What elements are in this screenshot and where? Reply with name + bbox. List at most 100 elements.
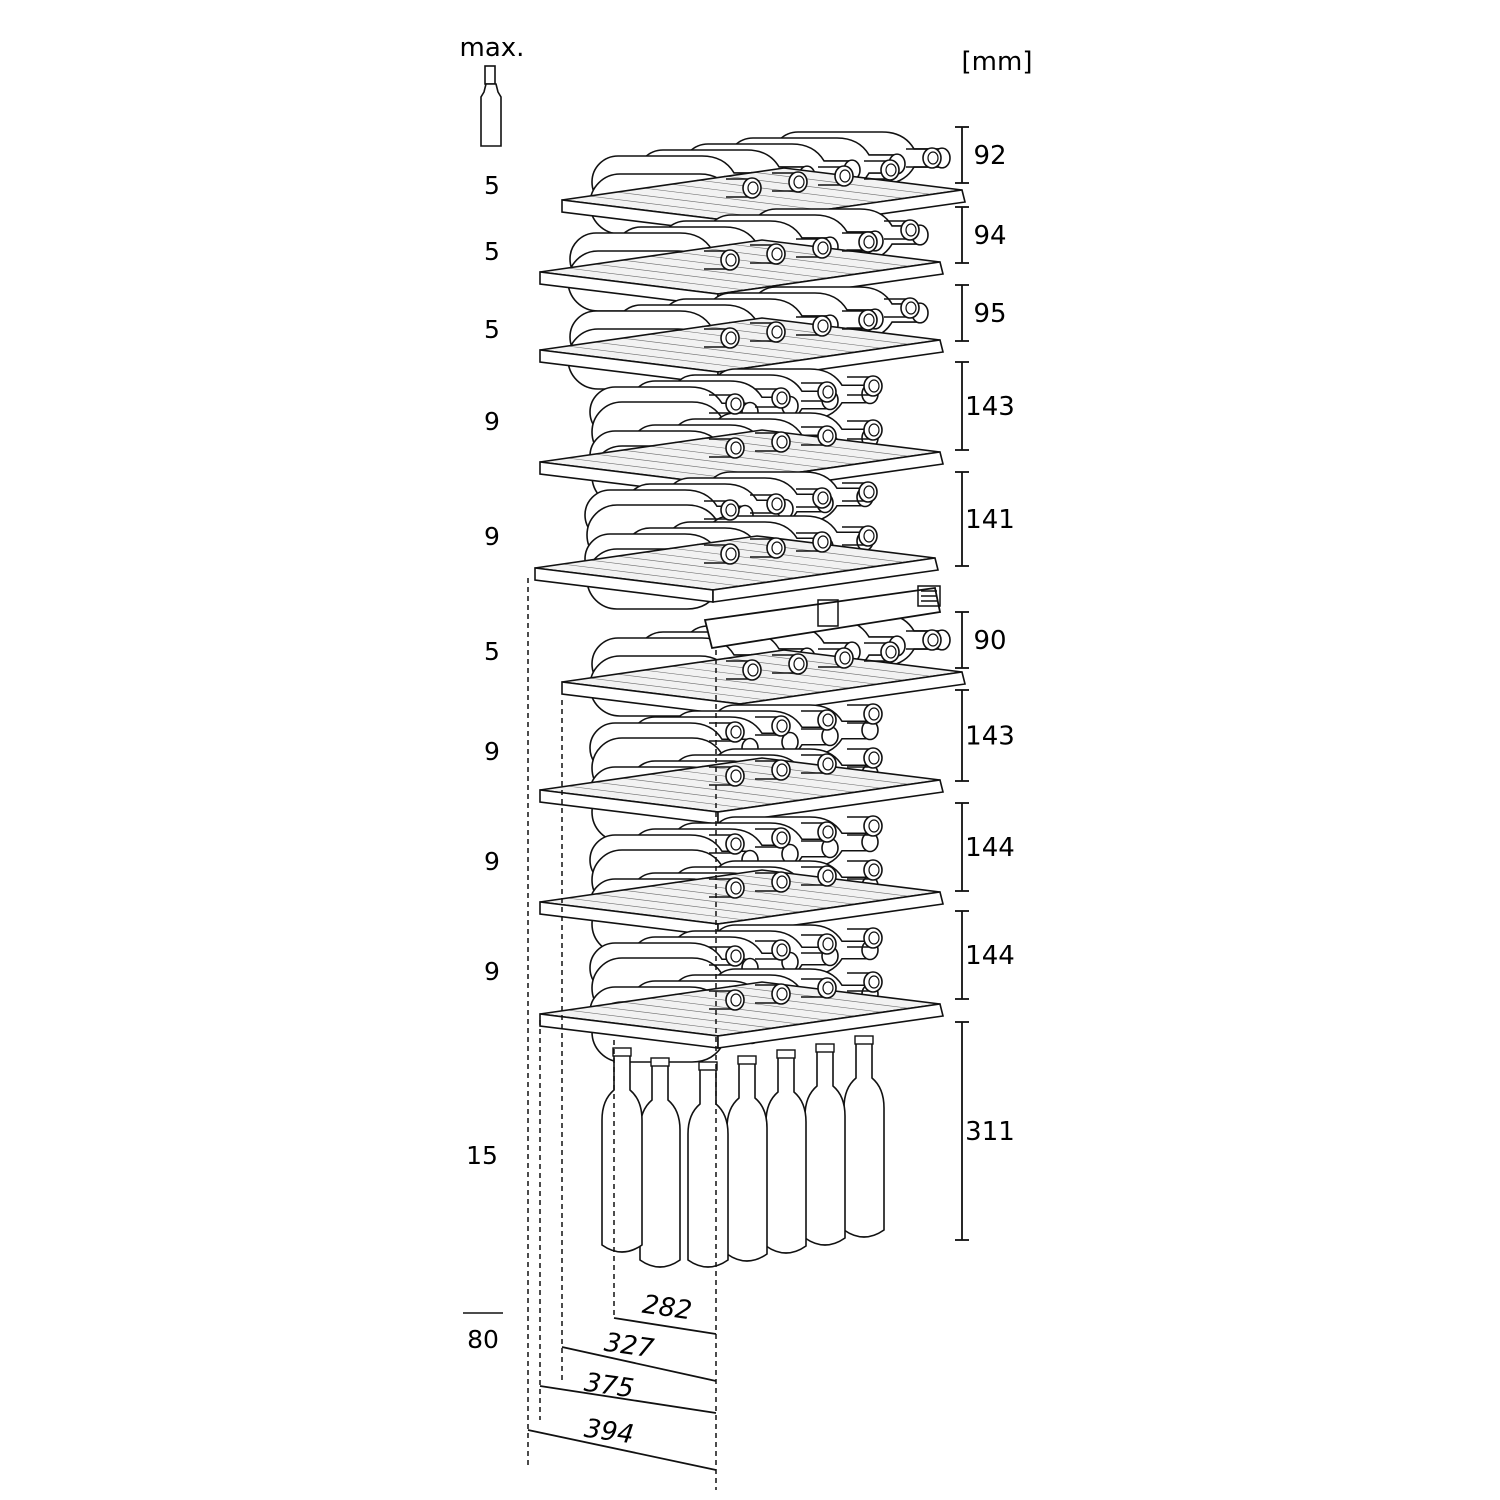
dimension-line xyxy=(539,1385,717,1414)
shelf-count: 5 xyxy=(484,315,500,344)
bottle-neck-end xyxy=(801,753,837,775)
bottle-neck-end xyxy=(704,543,740,565)
wine-bottle-icon xyxy=(480,65,502,147)
height-dimension: 143 xyxy=(955,361,1015,451)
standing-bottle xyxy=(765,1049,807,1254)
floor-count: 15 xyxy=(466,1141,498,1170)
bottle-neck-end xyxy=(842,231,878,253)
bottle-neck-end xyxy=(864,641,900,663)
bottle-neck-end xyxy=(750,321,786,343)
dimension-line xyxy=(527,1429,717,1471)
bottle-neck-end xyxy=(801,425,837,447)
shelf-count: 9 xyxy=(484,522,500,551)
vent-icon xyxy=(917,585,941,607)
bottle-neck-end xyxy=(847,927,883,949)
bottle-neck-end xyxy=(906,629,942,651)
bottle-neck-end xyxy=(704,327,740,349)
shelf-count: 5 xyxy=(484,637,500,666)
rack-drawing xyxy=(534,131,966,1063)
max-label: max. xyxy=(460,33,525,63)
height-dimension: 94 xyxy=(955,206,1007,264)
standing-bottle xyxy=(804,1043,846,1246)
bottle-neck-end xyxy=(755,827,791,849)
height-label: 143 xyxy=(965,722,1015,752)
depth-label: 375 xyxy=(582,1368,635,1405)
shelf-group xyxy=(539,703,944,843)
bottle-neck-end xyxy=(755,387,791,409)
height-label: 144 xyxy=(965,941,1015,971)
bottle-neck-end xyxy=(796,315,832,337)
shelf-count: 9 xyxy=(484,407,500,436)
height-dimension-column: 92 94 95 143 141 90 143 144 144 311 xyxy=(955,126,1015,1241)
shelf-count: 5 xyxy=(484,237,500,266)
height-dimension: 141 xyxy=(955,471,1015,567)
bottle-neck-end xyxy=(709,721,745,743)
bottle-neck-end xyxy=(755,939,791,961)
height-label: 311 xyxy=(965,1117,1015,1147)
shelf-group xyxy=(534,471,939,610)
height-label: 144 xyxy=(965,833,1015,863)
bottle-neck-end xyxy=(842,309,878,331)
height-dimension: 143 xyxy=(955,689,1015,782)
control-panel xyxy=(703,585,942,650)
bottle-neck-end xyxy=(801,821,837,843)
bottle-neck-end xyxy=(842,525,878,547)
depth-label: 394 xyxy=(582,1414,635,1451)
height-label: 94 xyxy=(973,221,1006,251)
height-dimension: 311 xyxy=(955,1021,1015,1241)
bottle-neck-end xyxy=(750,243,786,265)
bottle-neck-end xyxy=(847,815,883,837)
bottle-neck-end xyxy=(709,437,745,459)
bottle-neck-end xyxy=(801,865,837,887)
shelf-group xyxy=(539,286,944,390)
bottle-neck-end xyxy=(847,971,883,993)
bottle-neck-end xyxy=(801,709,837,731)
bottle-neck-end xyxy=(750,537,786,559)
height-label: 95 xyxy=(973,299,1006,329)
bottle-neck-end xyxy=(755,871,791,893)
bottle-neck-end xyxy=(796,237,832,259)
height-dimension: 144 xyxy=(955,802,1015,892)
height-dimension: 92 xyxy=(955,126,1007,184)
bottle-neck-end xyxy=(755,715,791,737)
shelf-group xyxy=(561,131,966,235)
bottle-neck-end xyxy=(864,159,900,181)
unit-label: [mm] xyxy=(962,47,1033,77)
bottle-neck-end xyxy=(704,249,740,271)
standing-bottle xyxy=(601,1047,643,1253)
bottle-neck-end xyxy=(709,393,745,415)
standing-bottles xyxy=(601,1035,885,1268)
bottle-neck-end xyxy=(709,989,745,1011)
bottle-neck-end xyxy=(796,487,832,509)
standing-bottle xyxy=(687,1061,729,1268)
height-label: 141 xyxy=(965,505,1015,535)
height-label: 90 xyxy=(973,626,1006,656)
dimension-line xyxy=(613,1317,717,1335)
shelf-count: 9 xyxy=(484,847,500,876)
height-dimension: 95 xyxy=(955,284,1007,342)
bottle-neck-end xyxy=(818,647,854,669)
bottle-neck-end xyxy=(755,983,791,1005)
bottle-neck-end xyxy=(847,419,883,441)
depth-label: 327 xyxy=(602,1328,656,1365)
bottle-neck-end xyxy=(755,431,791,453)
bottle-neck-end xyxy=(726,659,762,681)
bottle-neck-end xyxy=(709,945,745,967)
shelf-group xyxy=(539,208,944,312)
shelf-group xyxy=(561,613,966,717)
height-label: 143 xyxy=(965,392,1015,422)
height-dimension: 90 xyxy=(955,611,1007,669)
bottle-neck-end xyxy=(709,877,745,899)
bottle-neck-end xyxy=(726,177,762,199)
height-dimension: 144 xyxy=(955,910,1015,1000)
standing-bottle xyxy=(639,1057,681,1268)
bottle-neck-end xyxy=(750,493,786,515)
shelf-count: 9 xyxy=(484,737,500,766)
bottle-neck-end xyxy=(772,171,808,193)
bottle-neck-end xyxy=(801,381,837,403)
bottle-neck-end xyxy=(847,703,883,725)
bottle-neck-end xyxy=(847,375,883,397)
base-height: 80 xyxy=(467,1325,499,1354)
standing-bottle xyxy=(843,1035,885,1238)
bottle-neck-end xyxy=(847,747,883,769)
